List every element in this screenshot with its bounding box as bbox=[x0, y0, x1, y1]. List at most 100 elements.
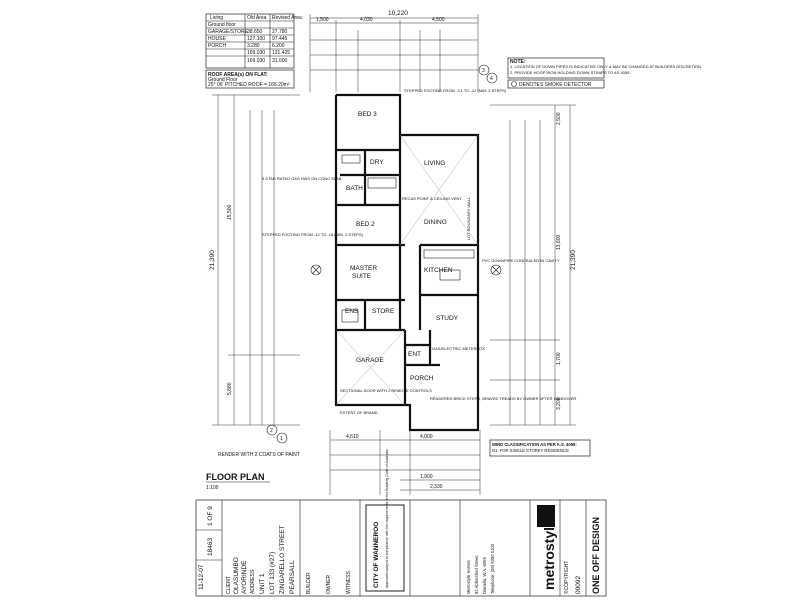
area-header-old: Old Area bbox=[247, 15, 267, 21]
wind-line-2: N1: FOR SINGLE STOREY RESIDENCE bbox=[492, 448, 569, 453]
client-name-2: AYORINDE bbox=[241, 560, 248, 594]
logo-text: metrostyle. bbox=[541, 515, 557, 590]
section-marker-3-4: 3 4 bbox=[478, 64, 498, 84]
annotation-slab: LOT BOUNDARY WALL bbox=[466, 196, 471, 240]
company-name: Metrostyle Homes bbox=[466, 560, 471, 594]
dim-top-mid: 4,030 bbox=[360, 17, 373, 23]
client-label: CLIENT bbox=[226, 576, 232, 594]
room-label-store: STORE bbox=[372, 308, 395, 315]
roof-area-line: 25° 06' PITCHED ROOF = 166.20m² bbox=[208, 82, 290, 88]
dim-top-right: 4,500 bbox=[432, 17, 445, 23]
room-label-porch: PORCH bbox=[410, 375, 434, 382]
metrostyle-logo: metrostyle. bbox=[537, 505, 557, 590]
smoke-detector-legend: DENOTES SMOKE DETECTOR bbox=[507, 79, 605, 89]
dim-bottom-d: 2,330 bbox=[430, 484, 443, 490]
area-row-label: Ground floor bbox=[208, 22, 236, 28]
room-label-bath: BATH bbox=[346, 185, 363, 192]
stamp-note: Approved subject to compliance with the … bbox=[385, 450, 389, 588]
annotation-meter: GAS/ELECTRIC METERBOX bbox=[432, 346, 485, 351]
annotation-stepped-footing-mid: STEPPED FOOTING FROM -12 TO -18 (MIN. 2 … bbox=[262, 232, 364, 237]
dim-top-left: 1,500 bbox=[316, 17, 329, 23]
witness-label: WITNESS bbox=[346, 571, 352, 594]
company-address-3: Telephone: (08) 9300 5100 bbox=[490, 543, 495, 594]
roof-area-title: ROOF AREA(s) ON FLAT: bbox=[208, 72, 268, 78]
section-number: 3 bbox=[482, 68, 485, 74]
address-line-4: PEARSALL bbox=[289, 560, 296, 594]
room-label-bed3: BED 3 bbox=[358, 111, 377, 118]
annotation-brick-sill: RENDERED BRICK STEPS, BRAVED TREADS BY O… bbox=[430, 396, 576, 401]
smoke-detector-icon bbox=[511, 81, 517, 87]
bottom-dimensions: 4,610 4,000 1,900 2,330 bbox=[329, 430, 481, 495]
annotation-stepped-footing-top: STEPPED FOOTING FROM -3.1 TO -12 (MIN. 2… bbox=[404, 88, 507, 93]
council-stamp: CITY OF WANNEROO Approved subject to com… bbox=[365, 450, 405, 592]
note-item: 1. LOCATION OF DOWN PIPES IS INDICATIVE … bbox=[510, 64, 701, 69]
render-note: RENDER WITH 2 COATS OF PAINT bbox=[218, 452, 300, 458]
company-address-2: Dianella, W.A. 6059 bbox=[482, 557, 487, 594]
title-block: 11-12-07 18463 1 OF 9 CLIENT OLASUMBO AY… bbox=[195, 450, 607, 597]
design-type: ONE OFF DESIGN bbox=[591, 517, 601, 594]
wind-line-1: WIND CLASSIFICATION AS PER A.S. 4055: bbox=[492, 442, 577, 447]
notes-title: NOTE: bbox=[510, 59, 526, 65]
floor-plan-scale: 1:100 bbox=[206, 485, 219, 491]
area-total-revised: 131.425 bbox=[272, 50, 290, 56]
dim-overall-length-right: 21,390 bbox=[570, 250, 577, 270]
dim-left-a: 15,500 bbox=[227, 204, 233, 220]
room-label-dry: DRY bbox=[370, 159, 384, 166]
area-row-revised: 6.200 bbox=[272, 43, 285, 49]
stamp-title: CITY OF WANNEROO bbox=[373, 522, 380, 588]
area-row-old: 127.100 bbox=[247, 36, 265, 42]
annotation-door: SECTIONAL DOOR WITH 2 REMOTE CONTROLS bbox=[340, 388, 432, 393]
roof-area-box: ROOF AREA(s) ON FLAT: Ground Floor 25° 0… bbox=[205, 69, 295, 89]
floor-plan-walls bbox=[334, 93, 480, 432]
plan-annotations: STEPPED FOOTING FROM -3.1 TO -12 (MIN. 2… bbox=[262, 88, 576, 415]
wind-classification-box: WIND CLASSIFICATION AS PER A.S. 4055: N1… bbox=[489, 439, 591, 457]
owner-label: OWNER bbox=[326, 574, 332, 594]
address-label: ADDRESS bbox=[250, 569, 256, 594]
area-total-old: 169.030 bbox=[247, 50, 265, 56]
room-label-dining: DINING bbox=[424, 219, 447, 226]
annotation-hws: 5 STAR RATED GAS HWS ON CONC SLAB bbox=[262, 176, 342, 181]
company-address-1: 82 Abbotsford Street, bbox=[474, 555, 479, 594]
builder-label: BUILDER bbox=[306, 572, 312, 594]
area-table: Living Old Area Revised Area Ground floo… bbox=[205, 13, 302, 69]
floor-plan-heading: FLOOR PLAN bbox=[206, 472, 265, 482]
area-row-label: GARAGE/STORE bbox=[208, 29, 249, 35]
annotation-fan: RECAS POINT & CEILING VENT bbox=[402, 196, 462, 201]
dim-bottom-c: 1,900 bbox=[420, 474, 433, 480]
area-row-revised: 97.445 bbox=[272, 36, 288, 42]
room-label-living: LIVING bbox=[424, 160, 445, 167]
area-row-old: 3.280 bbox=[247, 43, 260, 49]
dim-right-c: 1,700 bbox=[556, 352, 562, 365]
title-job-no: 18463 bbox=[207, 538, 214, 556]
floor-plan-title: FLOOR PLAN 1:100 bbox=[206, 472, 270, 491]
section-number: 2 bbox=[270, 428, 273, 434]
note-item: 2. PROVIDE HOOP IRON HOLDING DOWN STRAPS… bbox=[510, 70, 630, 75]
render-note-text: RENDER WITH 2 COATS OF PAINT bbox=[218, 452, 300, 458]
area-row-label: PORCH bbox=[208, 43, 226, 49]
design-number: 00092 bbox=[575, 576, 582, 594]
room-label-suite: SUITE bbox=[352, 273, 372, 280]
dim-right-a: 2,500 bbox=[556, 112, 562, 125]
title-date: 11-12-07 bbox=[198, 564, 205, 590]
section-number: 4 bbox=[490, 76, 493, 82]
dim-bottom-a: 4,610 bbox=[346, 434, 359, 440]
section-marker-1-2: 2 1 bbox=[266, 424, 288, 444]
section-x-markers bbox=[310, 264, 502, 276]
roof-area-subtitle: Ground Floor bbox=[208, 77, 238, 83]
area-row-label: HOUSE bbox=[208, 36, 226, 42]
area-row-revised: 27.780 bbox=[272, 29, 288, 35]
copyright-label: ©COPYRIGHT bbox=[563, 561, 570, 594]
area-total-revised: 31.600 bbox=[272, 58, 288, 64]
dim-bottom-b: 4,000 bbox=[420, 434, 433, 440]
dim-left-b: 5,880 bbox=[227, 382, 233, 395]
client-name-1: OLASUMBO bbox=[233, 557, 240, 594]
room-label-kitchen: KITCHEN bbox=[424, 267, 453, 274]
right-dimensions: 21,390 2,500 13,600 1,700 3,200 bbox=[490, 104, 577, 426]
notes-box: NOTE: 1. LOCATION OF DOWN PIPES IS INDIC… bbox=[507, 57, 701, 79]
address-line-1: UNIT 1 bbox=[259, 573, 266, 594]
top-dimensions: 10,220 1,500 4,030 4,500 bbox=[309, 10, 479, 92]
room-label-ens: ENS bbox=[345, 308, 359, 315]
annotation-extent: EXTENT OF BRAND bbox=[340, 410, 378, 415]
title-sheet: 1 OF 9 bbox=[207, 506, 214, 526]
area-header-revised: Revised Area bbox=[272, 15, 302, 21]
